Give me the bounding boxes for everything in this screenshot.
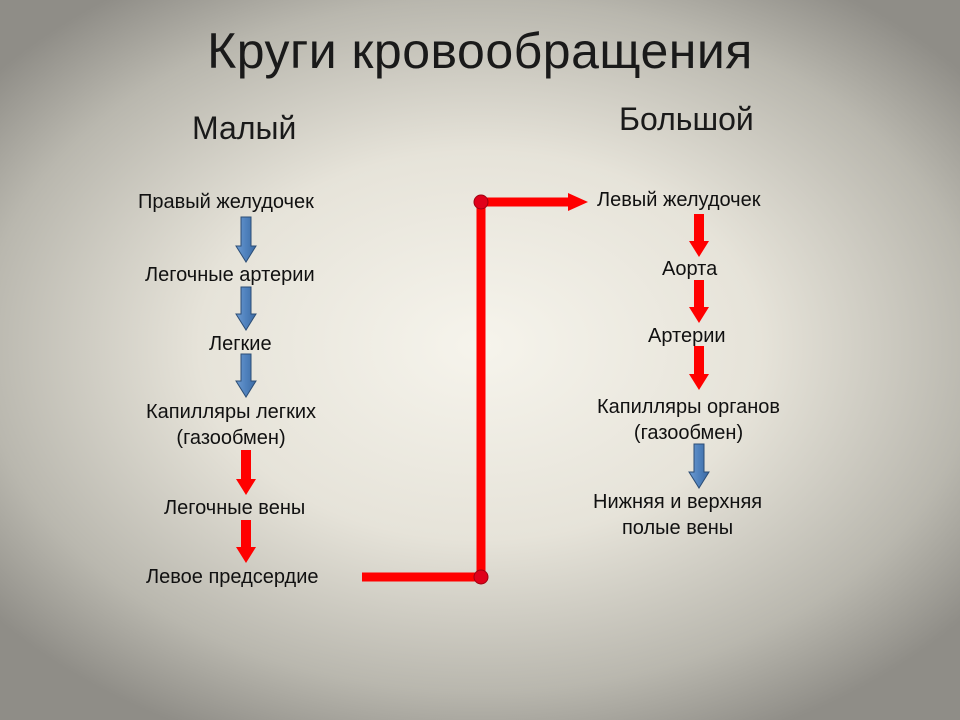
connector-joint-bottom (473, 569, 489, 585)
node-right-ventricle: Правый желудочек (138, 191, 314, 213)
connector-left-atrium-to-left-ventricle (362, 193, 588, 585)
arrow-pulmonary-veins-to-left-atrium (236, 520, 256, 563)
page-title: Круги кровообращения (207, 23, 753, 79)
node-lung-capillaries-line2: (газообмен) (176, 427, 286, 449)
node-venae-cavae: Нижняя и верхняя полые вены (593, 489, 762, 541)
arrow-lung-capillaries-to-pulmonary-veins (236, 450, 256, 495)
arrow-right-ventricle-to-pulmonary-arteries (235, 216, 257, 263)
node-lung-capillaries: Капилляры легких (газообмен) (146, 399, 316, 451)
systemic-circuit-heading: Большой (619, 101, 754, 137)
node-organ-capillaries-line1: Капилляры органов (597, 396, 781, 418)
node-left-ventricle: Левый желудочек (597, 189, 761, 211)
arrow-lungs-to-lung-capillaries (235, 353, 257, 398)
node-pulmonary-veins: Легочные вены (164, 497, 306, 519)
node-aorta: Аорта (662, 258, 718, 280)
arrow-organ-capillaries-to-venae-cavae (688, 443, 710, 489)
arrow-left-ventricle-to-aorta (689, 214, 709, 257)
pulmonary-circuit-heading: Малый (192, 110, 297, 146)
arrow-pulmonary-arteries-to-lungs (235, 286, 257, 331)
node-lungs: Легкие (209, 333, 272, 355)
node-lung-capillaries-line1: Капилляры легких (146, 401, 317, 423)
node-organ-capillaries: Капилляры органов (газообмен) (597, 394, 780, 446)
node-pulmonary-arteries: Легочные артерии (145, 264, 315, 286)
node-venae-cavae-line1: Нижняя и верхняя (593, 491, 763, 513)
node-arteries: Артерии (648, 325, 726, 347)
connector-joint-top (473, 194, 489, 210)
node-organ-capillaries-line2: (газообмен) (633, 422, 744, 444)
node-venae-cavae-line2: полые вены (621, 517, 734, 539)
arrow-arteries-to-organ-capillaries (689, 346, 709, 390)
node-left-atrium: Левое предсердие (146, 566, 319, 588)
arrow-aorta-to-arteries (689, 280, 709, 323)
